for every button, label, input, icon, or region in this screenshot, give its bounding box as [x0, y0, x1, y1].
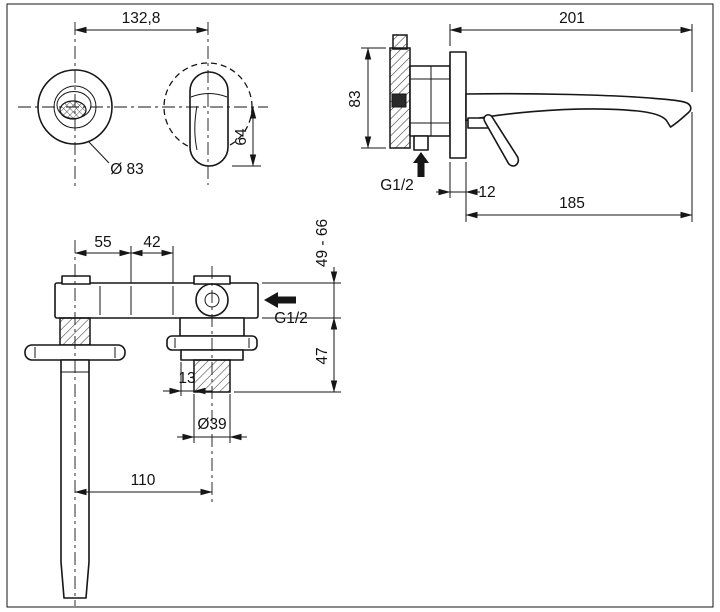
outlet-direction-arrow-icon: [264, 292, 296, 308]
side-view: G1/2 201 83 12 185: [347, 10, 693, 222]
lever-handle-side: [483, 113, 520, 167]
dimension-handle-height: 64: [232, 106, 261, 167]
dimension-plate-height: 83: [347, 47, 386, 149]
aerator-outlet: [59, 100, 87, 120]
dim-install-depth-range-label: 49 - 66: [314, 219, 331, 267]
inlet-direction-arrow-icon: [413, 152, 429, 177]
spout-side: [465, 92, 692, 128]
dim-spout-reach-label: 185: [559, 195, 585, 212]
dimension-collar-diameter: Ø39: [177, 394, 247, 443]
dimension-port-spacing: 55 42: [74, 234, 174, 283]
trim-plate-side: [449, 51, 467, 159]
side-inlet-thread-label: G1/2: [380, 177, 414, 194]
dim-collar-diameter-label: Ø39: [197, 416, 226, 433]
dim-centers-width-label: 132,8: [122, 10, 161, 27]
dim-thread-length-label: 13: [178, 370, 195, 387]
dim-port-spacing-a-label: 55: [94, 234, 111, 251]
dim-trim-diameter-label: Ø 83: [110, 161, 144, 178]
valve-body-side: [409, 65, 451, 137]
dimension-total-depth: 201: [449, 10, 693, 92]
body-outlet-thread-label: G1/2: [274, 310, 308, 327]
dim-port-spacing-b-label: 42: [143, 234, 160, 251]
dim-body-depth-label: 47: [314, 347, 331, 364]
inlet-tube: [60, 359, 90, 599]
front-view: 132,8 Ø 83 64: [18, 10, 268, 188]
dimension-body-depth: 47: [234, 317, 341, 393]
inlet-stub: [413, 135, 429, 151]
lever-handle-front: [189, 71, 229, 167]
dim-plate-height-label: 83: [347, 90, 364, 107]
drawing-border: [6, 3, 714, 608]
dimension-inlet-tube-length: 110: [74, 472, 213, 496]
top-thread-stub: [392, 34, 408, 50]
dimension-trim-thickness: 12: [436, 162, 496, 222]
body-view: 55 42 49 - 66 G1/2 47 13: [24, 219, 341, 606]
dimension-centers-width: 132,8: [74, 10, 209, 34]
dim-handle-height-label: 64: [233, 128, 250, 146]
dimension-thread-length: 13: [163, 362, 212, 396]
dim-inlet-tube-length-label: 110: [131, 472, 156, 489]
dimension-spout-reach: 185: [465, 112, 693, 222]
dimension-install-depth-range: 49 - 66: [262, 219, 341, 334]
mounting-screw: [391, 93, 407, 108]
dim-total-depth-label: 201: [559, 10, 585, 27]
dim-trim-thickness-label: 12: [478, 184, 495, 201]
dimension-trim-diameter: Ø 83: [87, 140, 144, 178]
